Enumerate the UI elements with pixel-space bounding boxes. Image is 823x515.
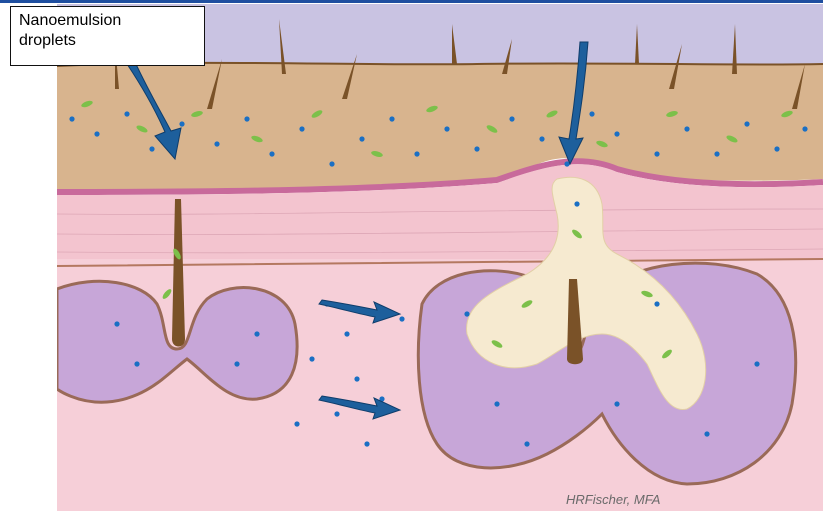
- label-line-1: Nanoemulsion: [19, 11, 196, 31]
- skin-cross-section-illustration: [57, 4, 823, 511]
- stratum-corneum-layer: [57, 63, 823, 190]
- label-line-2: droplets: [19, 31, 196, 51]
- artist-credit: HRFischer, MFA: [566, 492, 660, 507]
- nanoemulsion-label: Nanoemulsion droplets: [10, 6, 205, 66]
- top-accent-bar: [0, 0, 823, 3]
